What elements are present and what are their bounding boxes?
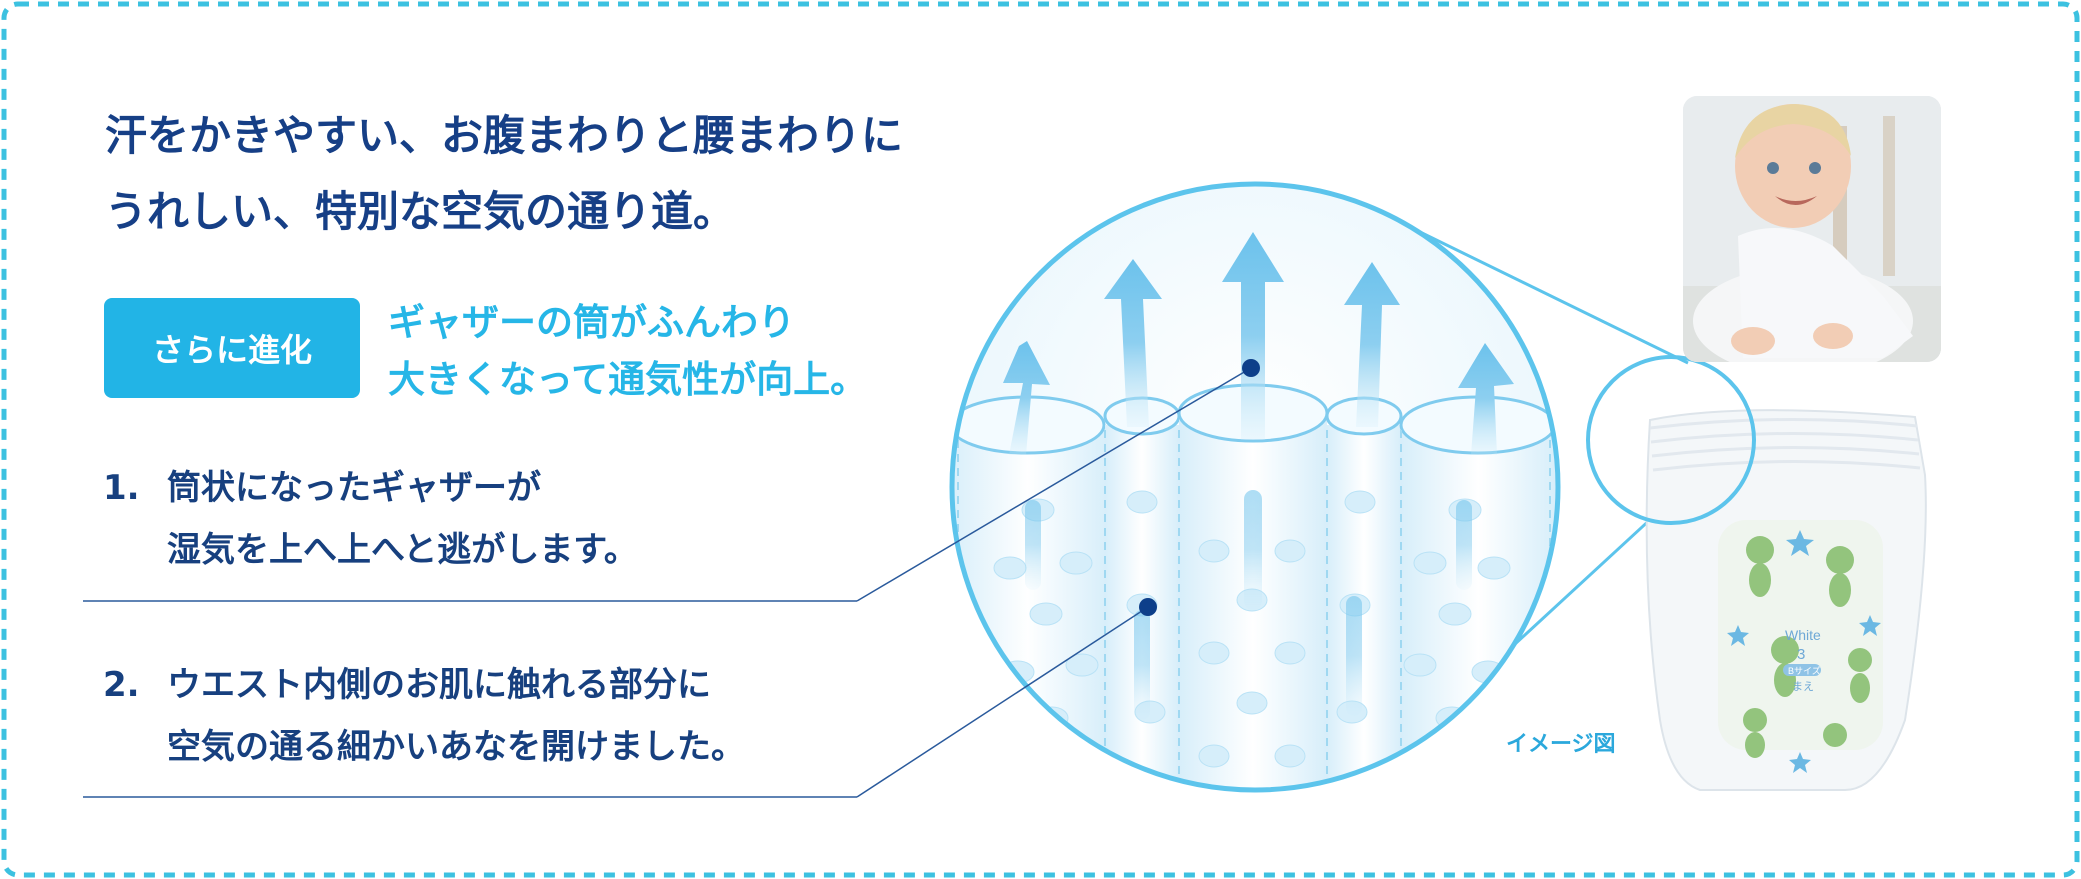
leader-line-1 <box>856 367 1252 602</box>
marker-dot-1 <box>1242 359 1260 377</box>
airflow-arrow-icon <box>1003 232 1514 455</box>
point-number: 2. <box>103 665 140 705</box>
feature-point-2: 2. ウエスト内側のお肌に触れる部分に 空気の通る細かいあなを開けました。 <box>103 654 745 778</box>
point-text: 筒状になったギャザーが <box>167 468 541 508</box>
headline-line-2: うれしい、特別な空気の通り道。 <box>105 187 736 236</box>
magnifier-connector-top <box>1419 230 1689 365</box>
marker-dot-2 <box>1139 598 1157 616</box>
diaper-side-label: まえ <box>1792 680 1814 693</box>
gather-tubes-illustration <box>952 184 1558 790</box>
subheadline-line-1: ギャザーの筒がふんわり <box>388 301 795 344</box>
point-text: 湿気を上へ上へと逃がします。 <box>167 530 638 570</box>
diaper-size-label: Bサイズ <box>1788 665 1821 676</box>
diaper-brand-text: White <box>1785 627 1821 643</box>
magnifier-circle <box>949 181 1561 793</box>
feature-point-1: 1. 筒状になったギャザーが 湿気を上へ上へと逃がします。 <box>103 457 638 581</box>
subheadline: ギャザーの筒がふんわり 大きくなって通気性が向上。 <box>388 294 867 408</box>
point-number: 1. <box>103 468 140 508</box>
image-note: イメージ図 <box>1506 732 1616 757</box>
diaper-size-number: 3 <box>1797 646 1805 663</box>
leader-line-2 <box>856 606 1149 798</box>
diaper-zoom-circle <box>1586 355 1756 525</box>
baby-photo <box>1683 96 1941 362</box>
subheadline-line-2: 大きくなって通気性が向上。 <box>388 358 868 401</box>
headline: 汗をかきやすい、お腹まわりと腰まわりに うれしい、特別な空気の通り道。 <box>105 98 903 250</box>
evolution-badge: さらに進化 <box>104 298 360 398</box>
point-text: ウエスト内側のお肌に触れる部分に <box>167 665 711 705</box>
point-text: 空気の通る細かいあなを開けました。 <box>167 727 745 767</box>
headline-line-1: 汗をかきやすい、お腹まわりと腰まわりに <box>105 111 904 160</box>
diaper-illustration: White 3 Bサイズ まえ <box>1645 409 1927 791</box>
